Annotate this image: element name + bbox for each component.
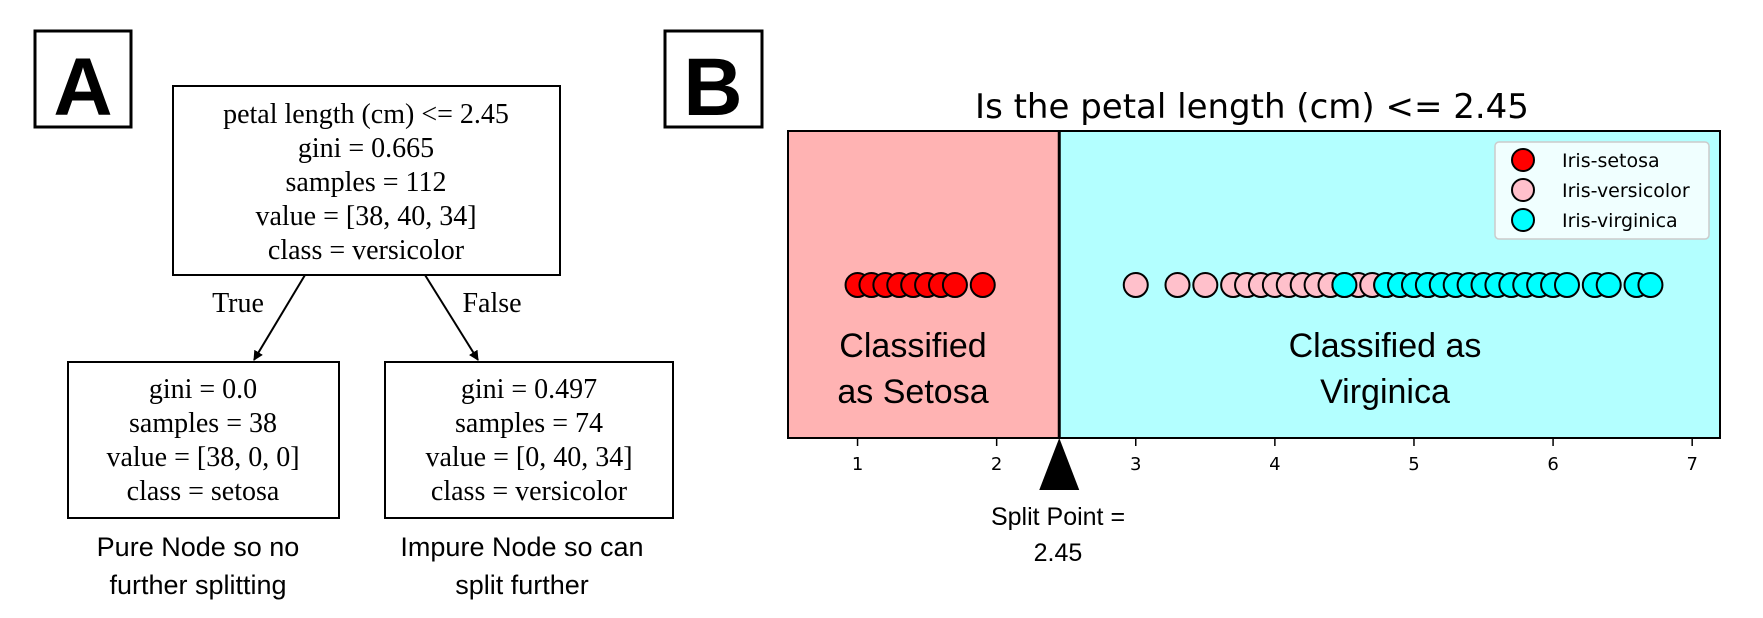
legend-label: Iris-versicolor bbox=[1562, 180, 1690, 202]
x-tick-label: 5 bbox=[1408, 454, 1419, 475]
right-leaf-caption-2: split further bbox=[455, 570, 589, 600]
root-line-5: class = versicolor bbox=[268, 235, 465, 266]
left-leaf-line-3: value = [38, 0, 0] bbox=[106, 442, 299, 473]
tree-right-leaf bbox=[384, 361, 674, 519]
panel-a: A petal length (cm) <= 2.45 gini = 0.665… bbox=[33, 29, 674, 600]
left-leaf-line-1: gini = 0.0 bbox=[149, 374, 257, 405]
panel-b-letter-box bbox=[663, 29, 764, 129]
data-point-iris-setosa bbox=[941, 272, 968, 298]
root-line-3: samples = 112 bbox=[286, 167, 447, 198]
panel-a-letter: A bbox=[53, 42, 112, 133]
split-label-1: Split Point = bbox=[991, 503, 1125, 531]
split-point-marker bbox=[1039, 438, 1080, 490]
legend-label: Iris-setosa bbox=[1562, 150, 1660, 172]
panel-b-letter: B bbox=[683, 42, 742, 133]
edge-true-arrow bbox=[253, 274, 306, 361]
tree-left-leaf bbox=[67, 361, 340, 519]
left-leaf-line-4: class = setosa bbox=[127, 476, 280, 507]
data-point-iris-versicolor bbox=[1122, 272, 1149, 298]
data-point-iris-virginica bbox=[1331, 272, 1358, 298]
right-leaf-line-3: value = [0, 40, 34] bbox=[425, 442, 632, 473]
left-leaf-caption-1: Pure Node so no bbox=[97, 532, 300, 562]
right-leaf-caption-1: Impure Node so can bbox=[400, 532, 643, 562]
edge-false-label: False bbox=[462, 288, 521, 319]
legend-marker bbox=[1511, 208, 1535, 232]
left-leaf-line-2: samples = 38 bbox=[129, 408, 277, 439]
data-point-iris-virginica bbox=[1553, 272, 1580, 298]
x-tick-label: 1 bbox=[852, 454, 863, 475]
panel-b: B Is the petal length (cm) <= 2.45 Class… bbox=[663, 29, 1721, 567]
legend-box bbox=[1494, 141, 1710, 240]
x-tick-label: 3 bbox=[1130, 454, 1141, 475]
x-tick-label: 2 bbox=[991, 454, 1002, 475]
panel-a-letter-box bbox=[33, 29, 133, 129]
left-leaf-caption-2: further splitting bbox=[109, 570, 286, 600]
legend-marker bbox=[1511, 148, 1535, 172]
right-leaf-line-4: class = versicolor bbox=[431, 476, 628, 507]
data-point-iris-virginica bbox=[1637, 272, 1664, 298]
plot-frame bbox=[787, 130, 1721, 439]
data-point-iris-setosa bbox=[969, 272, 996, 298]
data-point-iris-versicolor bbox=[1164, 272, 1191, 298]
split-label-2: 2.45 bbox=[1034, 539, 1083, 567]
data-points bbox=[844, 272, 1664, 298]
data-point-iris-virginica bbox=[1595, 272, 1622, 298]
root-line-2: gini = 0.665 bbox=[298, 133, 434, 164]
left-region-label-1: Classified bbox=[839, 327, 986, 365]
root-line-1: petal length (cm) <= 2.45 bbox=[223, 99, 509, 130]
right-leaf-line-1: gini = 0.497 bbox=[461, 374, 597, 405]
right-leaf-line-2: samples = 74 bbox=[455, 408, 603, 439]
data-point-iris-versicolor bbox=[1192, 272, 1219, 298]
x-tick-label: 6 bbox=[1547, 454, 1558, 475]
edge-true-label: True bbox=[212, 288, 264, 319]
chart-title: Is the petal length (cm) <= 2.45 bbox=[975, 87, 1529, 127]
right-region-label-2: Virginica bbox=[1320, 373, 1450, 411]
legend-label: Iris-virginica bbox=[1562, 210, 1678, 232]
root-line-4: value = [38, 40, 34] bbox=[255, 201, 476, 232]
right-region-label-1: Classified as bbox=[1289, 327, 1482, 365]
x-axis: 1 2 3 4 5 6 7 bbox=[852, 438, 1698, 475]
edge-false-arrow bbox=[424, 274, 479, 361]
left-region-label-2: as Setosa bbox=[837, 373, 988, 411]
x-tick-label: 4 bbox=[1269, 454, 1280, 475]
x-tick-label: 7 bbox=[1686, 454, 1697, 475]
legend-marker bbox=[1511, 178, 1535, 202]
tree-root-node bbox=[172, 85, 561, 276]
